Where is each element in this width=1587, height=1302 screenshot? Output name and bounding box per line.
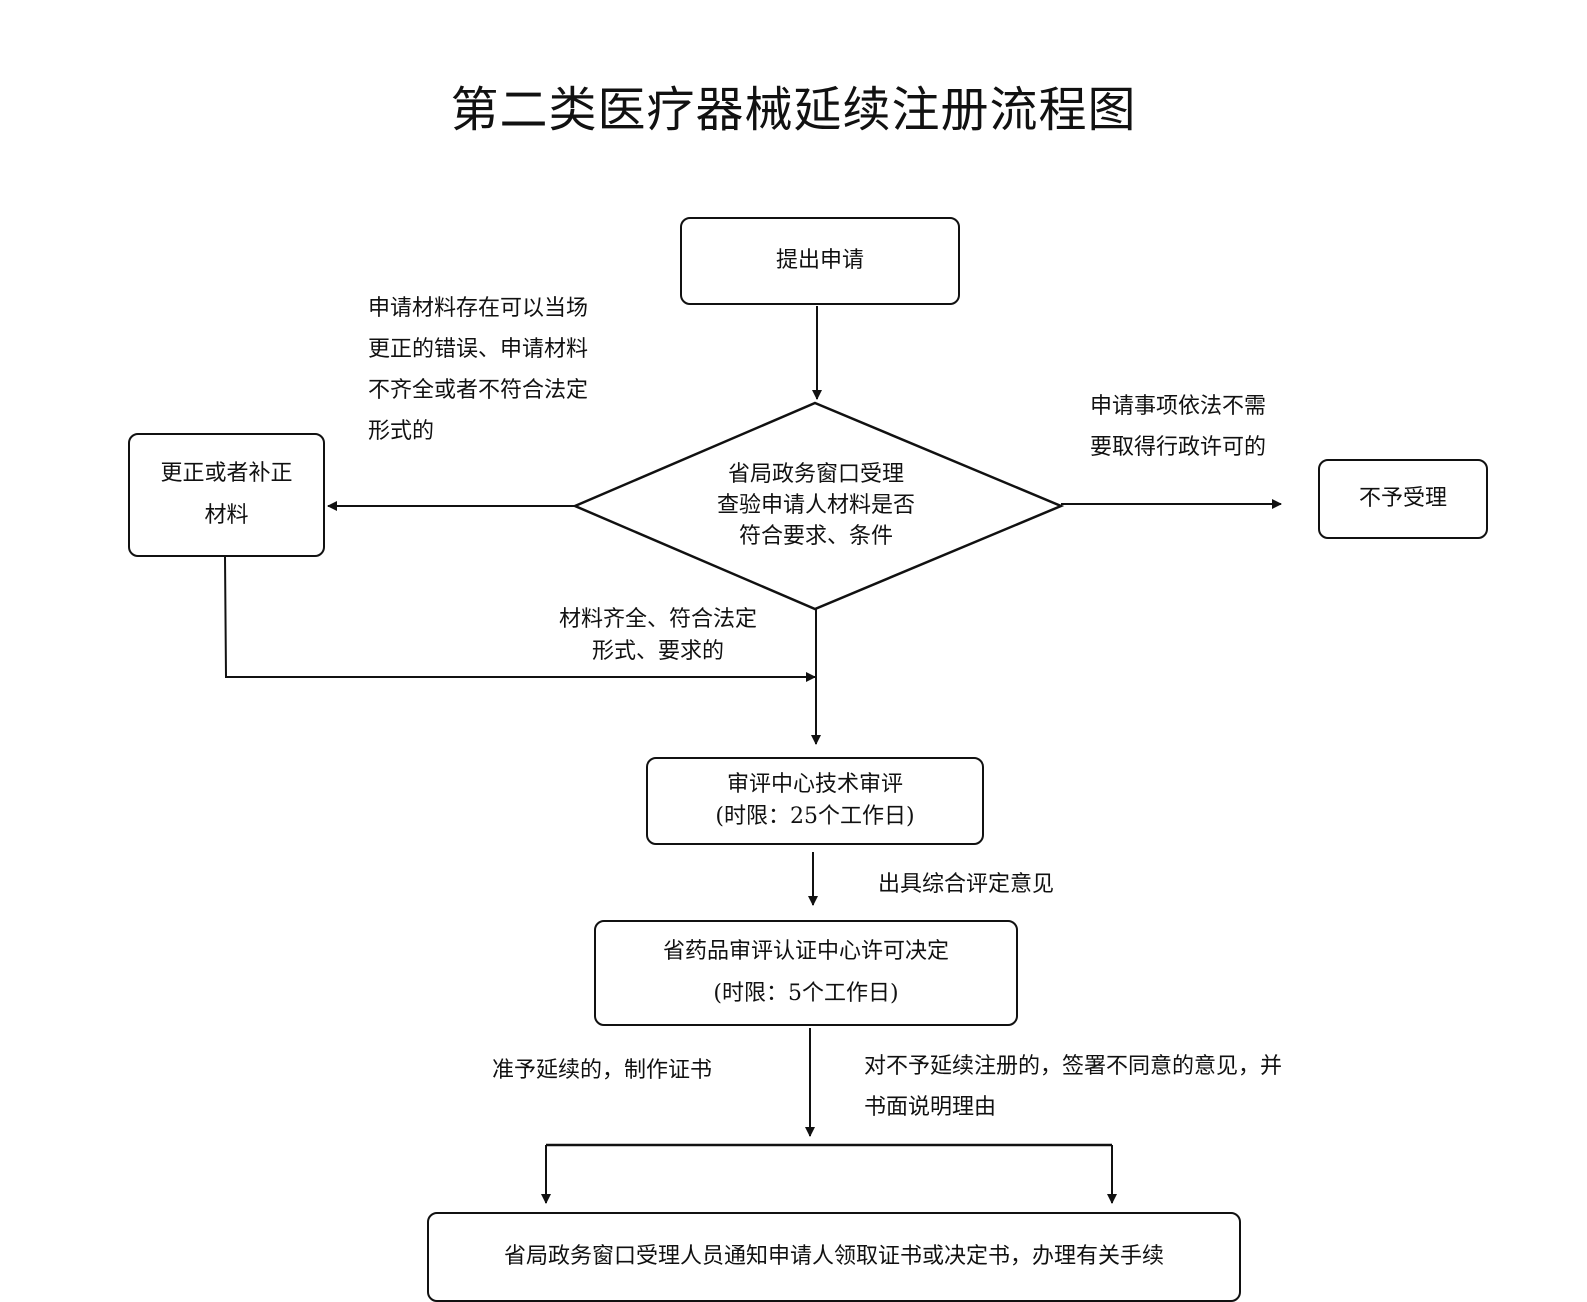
reject-label: 不予受理 — [1358, 486, 1447, 511]
check-diamond-text: 省局政务窗口受理 查验申请人材料是否 符合要求、条件 — [685, 459, 947, 552]
correct-line-2: 材料 — [204, 503, 249, 528]
deny-line-1: 对不予延续注册的，签署不同意的意见，并 — [864, 1054, 1283, 1079]
decision-line-1: 省药品审评认证中心许可决定 — [662, 939, 949, 964]
decision-box: 省药品审评认证中心许可决定 (时限：5个工作日) — [594, 920, 1018, 1026]
to-review-line-1: 材料齐全、符合法定 — [558, 607, 757, 632]
submit-label: 提出申请 — [775, 248, 864, 273]
deny-line-2: 书面说明理由 — [864, 1095, 997, 1120]
review-line-1: 审评中心技术审评 — [726, 772, 903, 797]
notify-label: 省局政务窗口受理人员通知申请人领取证书或决定书，办理有关手续 — [503, 1244, 1164, 1269]
edge-label-to-review: 材料齐全、符合法定 形式、要求的 — [540, 604, 776, 668]
to-correct-line-4: 形式的 — [368, 419, 435, 444]
review-line-2: (时限：25个工作日) — [715, 804, 915, 829]
check-line-2: 查验申请人材料是否 — [716, 493, 915, 518]
edge-label-approve: 准予延续的，制作证书 — [492, 1050, 712, 1091]
decision-line-2: (时限：5个工作日) — [713, 981, 899, 1006]
edge-label-to-reject: 申请事项依法不需 要取得行政许可的 — [1090, 386, 1266, 468]
notify-box: 省局政务窗口受理人员通知申请人领取证书或决定书，办理有关手续 — [427, 1212, 1241, 1302]
edge-label-deny: 对不予延续注册的，签署不同意的意见，并 书面说明理由 — [864, 1046, 1282, 1128]
submit-box: 提出申请 — [680, 217, 960, 305]
edge-label-to-correct: 申请材料存在可以当场 更正的错误、申请材料 不齐全或者不符合法定 形式的 — [368, 288, 588, 452]
to-decision-text: 出具综合评定意见 — [878, 872, 1055, 897]
correct-line-1: 更正或者补正 — [160, 461, 293, 486]
to-review-line-2: 形式、要求的 — [591, 639, 724, 664]
to-correct-line-3: 不齐全或者不符合法定 — [368, 378, 589, 403]
to-reject-line-1: 申请事项依法不需 — [1090, 394, 1267, 419]
page-title: 第二类医疗器械延续注册流程图 — [450, 82, 1137, 138]
edge-label-to-decision: 出具综合评定意见 — [878, 864, 1054, 905]
to-reject-line-2: 要取得行政许可的 — [1090, 435, 1267, 460]
approve-text: 准予延续的，制作证书 — [492, 1058, 713, 1083]
check-line-3: 符合要求、条件 — [738, 524, 893, 549]
reject-box: 不予受理 — [1318, 459, 1488, 539]
to-correct-line-2: 更正的错误、申请材料 — [368, 337, 589, 362]
check-line-1: 省局政务窗口受理 — [727, 462, 904, 487]
to-correct-line-1: 申请材料存在可以当场 — [368, 296, 589, 321]
review-box: 审评中心技术审评 (时限：25个工作日) — [646, 757, 984, 845]
correct-box: 更正或者补正 材料 — [128, 433, 325, 557]
